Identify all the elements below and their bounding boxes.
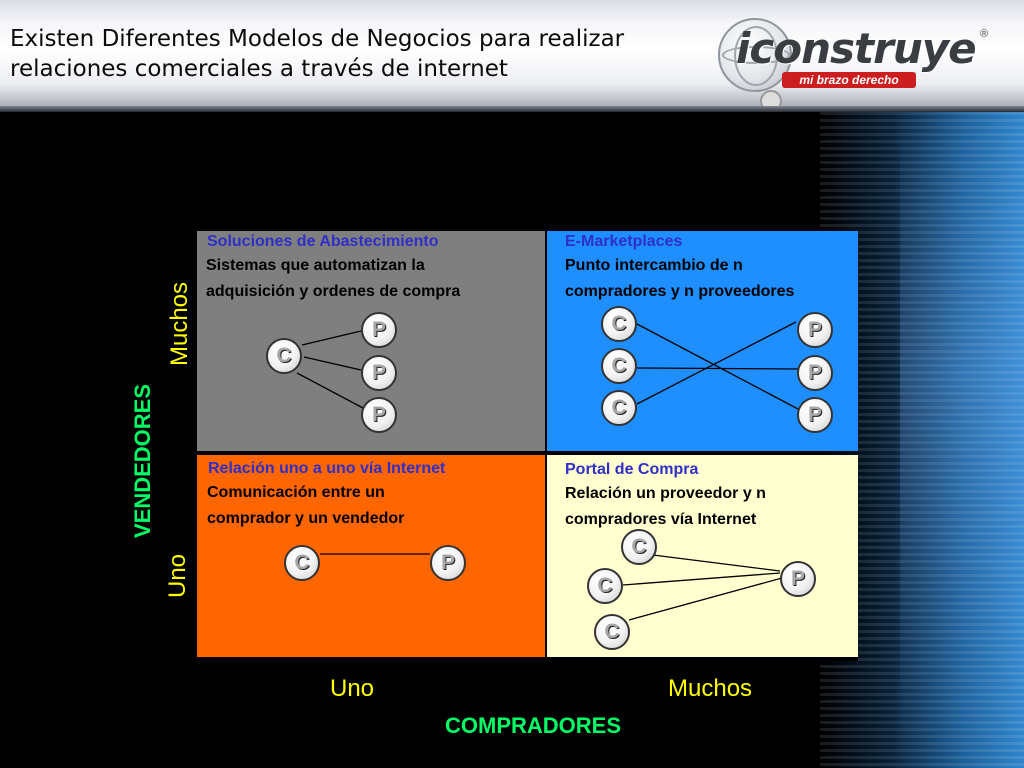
buyer-node: C — [601, 348, 637, 384]
provider-node: P — [361, 312, 397, 348]
connector-line — [628, 577, 783, 621]
x-axis-high-label: Muchos — [668, 675, 753, 702]
buyer-node: C — [601, 390, 637, 426]
buyer-node: C — [594, 614, 630, 650]
connector-line — [622, 572, 781, 586]
connector-line — [636, 323, 799, 410]
provider-node: P — [797, 355, 833, 391]
quadrant-description-line-1: Punto intercambio de n — [565, 257, 743, 274]
buyer-node: C — [621, 529, 657, 565]
provider-node: P — [430, 545, 466, 581]
logo-tagline: mi brazo derecho — [782, 72, 916, 88]
provider-node: P — [361, 397, 397, 433]
buyer-node: C — [266, 338, 302, 374]
slide-title: Existen Diferentes Modelos de Negocios p… — [10, 24, 710, 84]
quadrant-title: E-Marketplaces — [565, 233, 683, 250]
connector-line — [303, 356, 362, 371]
quadrant-description: Punto intercambio de n compradores y n p… — [565, 253, 897, 305]
connector-line — [296, 372, 364, 409]
iconstruye-logo: iconstruye ® mi brazo derecho — [712, 14, 1012, 112]
slide-title-line-2: relaciones comerciales a través de inter… — [10, 56, 508, 82]
connector-line — [652, 554, 781, 572]
provider-node: P — [797, 397, 833, 433]
quadrant-description-line-1: Relación un proveedor y n — [565, 485, 766, 502]
provider-node: P — [780, 561, 816, 597]
quadrant-title: Relación uno a uno vía Internet — [208, 460, 446, 477]
x-axis-low-label: Uno — [330, 675, 375, 702]
buyer-node: C — [284, 545, 320, 581]
y-axis-high-label: Muchos — [166, 281, 193, 366]
y-axis-low-label: Uno — [164, 553, 191, 598]
background-glow — [900, 112, 1024, 768]
provider-node: P — [797, 312, 833, 348]
connector-line — [301, 330, 362, 346]
slide-header: Existen Diferentes Modelos de Negocios p… — [0, 0, 1024, 112]
slide-title-line-1: Existen Diferentes Modelos de Negocios p… — [10, 26, 625, 52]
buyer-node: C — [587, 568, 623, 604]
registered-mark: ® — [980, 28, 989, 40]
quadrant-description-line-1: Sistemas que automatizan la — [206, 257, 425, 274]
buyer-node: C — [601, 306, 637, 342]
connector-line — [636, 321, 797, 405]
quadrant-description-line-2: compradores vía Internet — [565, 511, 757, 528]
x-axis-title: COMPRADORES — [445, 713, 622, 738]
quadrant-one-to-one: Relación uno a uno vía Internet Comunica… — [197, 455, 545, 661]
quadrant-title: Portal de Compra — [565, 461, 699, 478]
logo-wordmark: iconstruye — [736, 24, 977, 73]
provider-node: P — [361, 355, 397, 391]
y-axis-title: VENDEDORES — [130, 383, 155, 538]
quadrant-description: Sistemas que automatizan la adquisición … — [206, 253, 538, 305]
quadrant-description: Relación un proveedor y n compradores ví… — [565, 481, 897, 533]
globe-icon — [718, 18, 792, 92]
quadrant-description-line-2: comprador y un vendedor — [207, 510, 405, 527]
quadrant-description: Comunicación entre un comprador y un ven… — [207, 480, 539, 532]
quadrant-title: Soluciones de Abastecimiento — [207, 233, 439, 250]
connector-line — [636, 367, 799, 370]
quadrant-description-line-2: adquisición y ordenes de compra — [206, 283, 461, 300]
quadrant-description-line-1: Comunicación entre un — [207, 484, 385, 501]
quadrant-description-line-2: compradores y n proveedores — [565, 283, 795, 300]
